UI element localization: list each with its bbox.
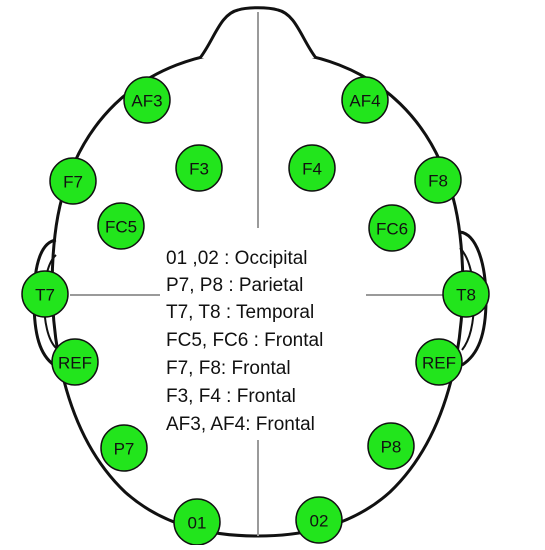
electrode-circle: [414, 156, 462, 204]
electrode-o1: 01: [173, 498, 221, 546]
electrode-label: 02: [310, 512, 329, 531]
legend-line: 01 ,02 : Occipital: [166, 248, 308, 269]
electrode-p8: P8: [367, 422, 415, 470]
electrode-circle: [97, 202, 145, 250]
electrode-t7: T7: [21, 270, 69, 318]
electrode-circle: [415, 338, 463, 386]
legend-line: P7, P8 : Parietal: [166, 275, 303, 296]
electrode-circle: [295, 496, 343, 544]
electrode-circle: [368, 204, 416, 252]
legend-line: F3, F4 : Frontal: [166, 386, 296, 407]
electrode-f8: F8: [414, 156, 462, 204]
electrode-circle: [175, 144, 223, 192]
electrode-label: AF3: [131, 92, 162, 111]
legend-line: FC5, FC6 : Frontal: [166, 330, 323, 351]
electrode-fc5: FC5: [97, 202, 145, 250]
electrode-t8: T8: [442, 270, 490, 318]
electrode-label: REF: [58, 354, 92, 373]
electrode-label: REF: [422, 354, 456, 373]
electrode-circle: [49, 157, 97, 205]
electrode-circle: [100, 424, 148, 472]
electrode-circle: [21, 270, 69, 318]
electrode-p7: P7: [100, 424, 148, 472]
electrode-ref-right: REF: [415, 338, 463, 386]
legend-line: AF3, AF4: Frontal: [166, 414, 315, 435]
legend-line: F7, F8: Frontal: [166, 358, 291, 379]
electrode-label: F4: [302, 160, 322, 179]
electrode-label: FC5: [105, 218, 137, 237]
electrode-label: F7: [63, 173, 83, 192]
electrode-f4: F4: [288, 144, 336, 192]
electrode-label: P7: [114, 440, 135, 459]
electrode-circle: [367, 422, 415, 470]
electrode-label: 01: [188, 514, 207, 533]
electrode-circle: [288, 144, 336, 192]
electrode-ref-left: REF: [51, 338, 99, 386]
electrode-af3: AF3: [123, 76, 171, 124]
electrode-circle: [442, 270, 490, 318]
electrode-circle: [123, 76, 171, 124]
legend-line: T7, T8 : Temporal: [166, 302, 314, 323]
electrode-fc6: FC6: [368, 204, 416, 252]
electrode-f7: F7: [49, 157, 97, 205]
electrode-af4: AF4: [341, 76, 389, 124]
electrode-f3: F3: [175, 144, 223, 192]
legend: 01 ,02 : Occipital P7, P8 : Parietal T7,…: [166, 248, 323, 435]
electrode-label: F3: [189, 160, 209, 179]
electrode-circle: [51, 338, 99, 386]
electrode-label: T7: [35, 286, 55, 305]
electrode-o2: 02: [295, 496, 343, 544]
electrode-label: F8: [428, 172, 448, 191]
electrode-label: P8: [381, 438, 402, 457]
electrode-circle: [341, 76, 389, 124]
electrode-label: T8: [456, 286, 476, 305]
electrode-label: AF4: [349, 92, 380, 111]
electrode-label: FC6: [376, 220, 408, 239]
